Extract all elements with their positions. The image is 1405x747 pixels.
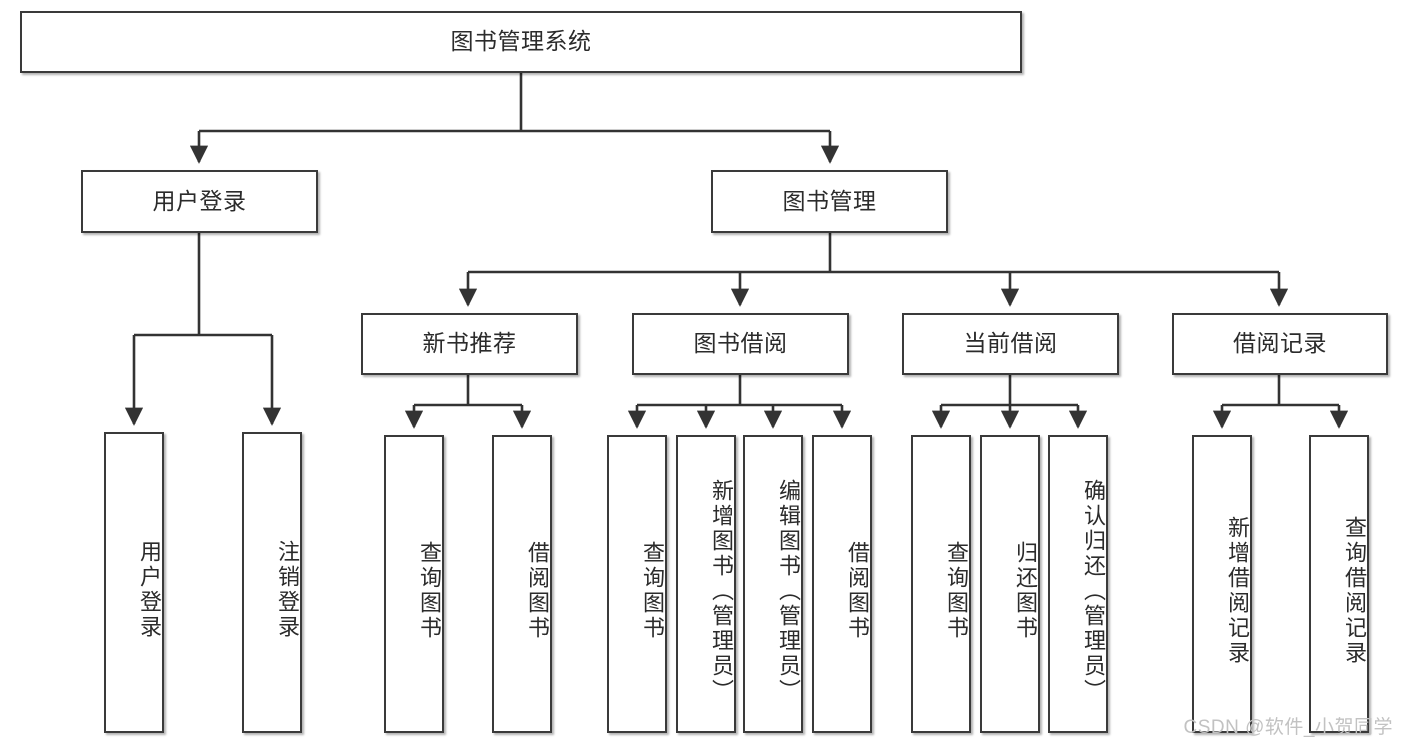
- leaf-record-add-record[interactable]: 新增借阅记录: [1192, 435, 1252, 733]
- leaf-label: 借阅图书: [845, 541, 870, 641]
- node-new-book-recommend-label: 新书推荐: [422, 330, 517, 357]
- node-borrow-record[interactable]: 借阅记录: [1172, 313, 1388, 375]
- node-book-borrow[interactable]: 图书借阅: [632, 313, 849, 375]
- leaf-label: 用户登录: [137, 539, 162, 640]
- leaf-label: 查询图书: [417, 541, 442, 641]
- leaf-user-login-login[interactable]: 用户登录: [104, 432, 164, 733]
- leaf-borrow-query-book[interactable]: 查询图书: [607, 435, 667, 733]
- leaf-label: 查询图书: [944, 541, 969, 641]
- leaf-current-confirm-return-admin[interactable]: 确认归还（管理员）: [1048, 435, 1108, 733]
- node-current-borrow-label: 当前借阅: [963, 330, 1058, 357]
- leaf-borrow-edit-book-admin[interactable]: 编辑图书（管理员）: [743, 435, 803, 733]
- node-book-management[interactable]: 图书管理: [711, 170, 948, 233]
- leaf-label: 新增借阅记录: [1225, 516, 1250, 666]
- leaf-recommend-borrow-book[interactable]: 借阅图书: [492, 435, 552, 733]
- node-current-borrow[interactable]: 当前借阅: [902, 313, 1119, 375]
- leaf-label: 查询图书: [640, 541, 665, 641]
- node-root[interactable]: 图书管理系统: [20, 11, 1022, 73]
- leaf-label: 借阅图书: [525, 541, 550, 641]
- leaf-label: 编辑图书（管理员）: [776, 478, 801, 704]
- leaf-label: 归还图书: [1013, 541, 1038, 641]
- node-book-management-label: 图书管理: [782, 187, 877, 214]
- leaf-label: 注销登录: [275, 539, 300, 640]
- leaf-borrow-add-book-admin[interactable]: 新增图书（管理员）: [676, 435, 736, 733]
- leaf-record-query-record[interactable]: 查询借阅记录: [1309, 435, 1369, 733]
- node-new-book-recommend[interactable]: 新书推荐: [361, 313, 578, 375]
- leaf-label: 确认归还（管理员）: [1081, 478, 1106, 704]
- node-user-login[interactable]: 用户登录: [81, 170, 318, 233]
- leaf-current-return-book[interactable]: 归还图书: [980, 435, 1040, 733]
- leaf-label: 查询借阅记录: [1342, 516, 1367, 666]
- node-book-borrow-label: 图书借阅: [693, 330, 788, 357]
- leaf-borrow-borrow-book[interactable]: 借阅图书: [812, 435, 872, 733]
- node-user-login-label: 用户登录: [152, 187, 247, 214]
- node-borrow-record-label: 借阅记录: [1233, 330, 1327, 357]
- leaf-user-login-logout[interactable]: 注销登录: [242, 432, 302, 733]
- node-root-label: 图书管理系统: [450, 28, 592, 55]
- leaf-label: 新增图书（管理员）: [709, 478, 734, 704]
- leaf-recommend-query-book[interactable]: 查询图书: [384, 435, 444, 733]
- leaf-current-query-book[interactable]: 查询图书: [911, 435, 971, 733]
